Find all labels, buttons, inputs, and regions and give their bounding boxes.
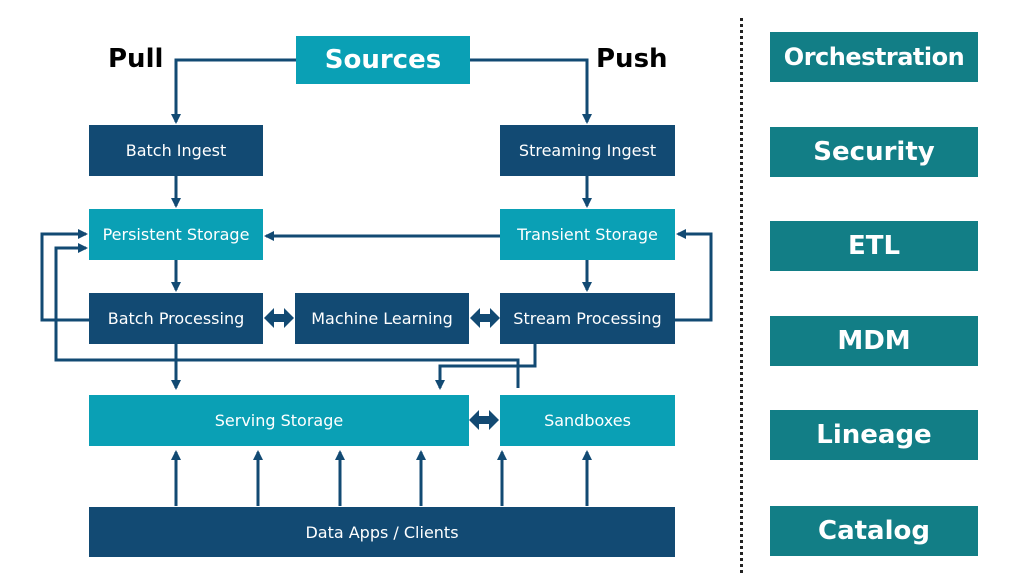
arrow-stream-processing-to-serving: [435, 344, 537, 390]
sandboxes-box: Sandboxes: [500, 395, 675, 446]
vertical-divider: [740, 18, 743, 573]
stream-processing-box: Stream Processing: [500, 293, 675, 344]
biarrow-ml-stream: [470, 308, 500, 328]
biarrow-serving-sandboxes: [469, 410, 499, 430]
arrow-batch-processing-loop: [40, 229, 89, 322]
serving-storage-box: Serving Storage: [89, 395, 469, 446]
arrow-stream-processing-loop: [675, 229, 713, 322]
arrow-sandboxes-to-persistent: [54, 243, 520, 388]
sidebar-orchestration: Orchestration: [770, 32, 978, 82]
pull-label: Pull: [108, 44, 164, 74]
streaming-ingest-box: Streaming Ingest: [500, 125, 675, 176]
sources-box: Sources: [296, 36, 470, 84]
machine-learning-box: Machine Learning: [295, 293, 469, 344]
sidebar-mdm: MDM: [770, 316, 978, 366]
arrow-sources-to-batch-ingest: [171, 58, 296, 124]
transient-storage-box: Transient Storage: [500, 209, 675, 260]
biarrow-batch-ml: [264, 308, 294, 328]
persistent-storage-box: Persistent Storage: [89, 209, 263, 260]
sidebar-etl: ETL: [770, 221, 978, 271]
sidebar-lineage: Lineage: [770, 410, 978, 460]
push-label: Push: [596, 44, 668, 74]
batch-processing-box: Batch Processing: [89, 293, 263, 344]
sidebar-catalog: Catalog: [770, 506, 978, 556]
data-apps-clients-box: Data Apps / Clients: [89, 507, 675, 557]
batch-ingest-box: Batch Ingest: [89, 125, 263, 176]
arrow-sources-to-streaming-ingest: [470, 58, 592, 124]
sidebar-security: Security: [770, 127, 978, 177]
